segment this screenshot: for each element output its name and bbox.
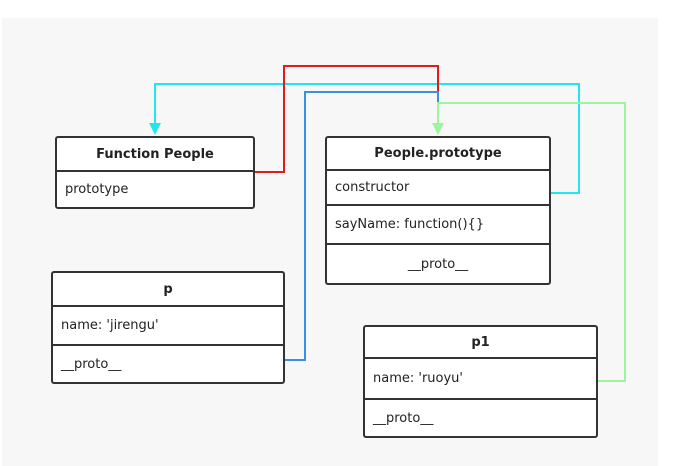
p-instance-name-field: name: 'jirengu' xyxy=(53,305,283,344)
people-prototype-constructor-field: constructor xyxy=(327,169,549,204)
p1-instance-proto-field: __proto__ xyxy=(365,398,596,436)
p-proto-connector xyxy=(285,91,439,361)
people-prototype-box: People.prototype constructor sayName: fu… xyxy=(325,136,551,285)
people-prototype-proto-field: __proto__ xyxy=(327,243,549,283)
function-people-prototype-field: prototype xyxy=(57,170,253,207)
p1-proto-connector xyxy=(437,102,626,382)
function-people-box: Function People prototype xyxy=(55,136,255,209)
people-prototype-title: People.prototype xyxy=(374,146,502,161)
p-instance-title: p xyxy=(163,281,173,297)
prototype-connector xyxy=(255,65,439,173)
p1-instance-title: p1 xyxy=(471,334,490,350)
p1-instance-name-field: name: 'ruoyu' xyxy=(365,357,596,398)
constructor-arrowhead xyxy=(149,123,161,135)
p-instance-box: p name: 'jirengu' __proto__ xyxy=(51,271,285,384)
function-people-title: Function People xyxy=(96,146,214,162)
p1-instance-box: p1 name: 'ruoyu' __proto__ xyxy=(363,325,598,438)
people-prototype-method-field: sayName: function(){} xyxy=(327,204,549,243)
people-prototype-arrowhead xyxy=(432,123,444,135)
p-instance-proto-field: __proto__ xyxy=(53,344,283,382)
constructor-connector xyxy=(154,83,580,194)
